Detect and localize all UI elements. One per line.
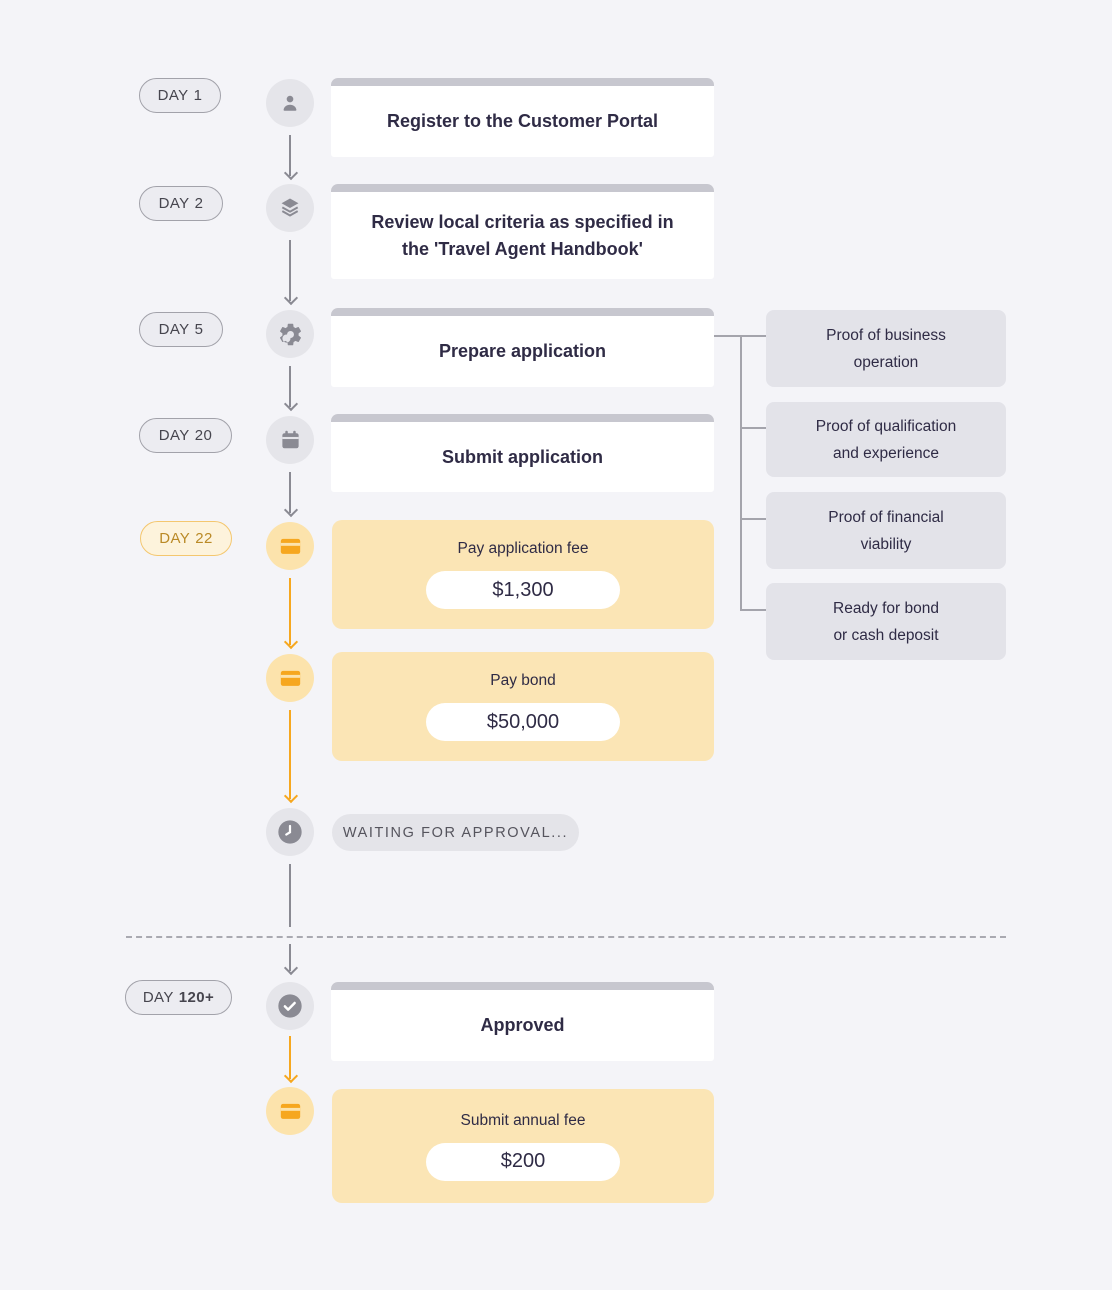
status-badge-waiting: WAITING FOR APPROVAL... bbox=[332, 814, 579, 851]
step-node-pay-bond bbox=[266, 654, 314, 702]
person-icon bbox=[278, 91, 302, 115]
arrow-down-icon bbox=[283, 710, 297, 802]
step-card-review: Review local criteria as specified in th… bbox=[331, 184, 714, 279]
step-node-prepare bbox=[266, 310, 314, 358]
step-card-pay-fee: Pay application fee $1,300 bbox=[332, 520, 714, 629]
day-badge-prefix: DAY bbox=[159, 530, 191, 547]
fee-amount: $200 bbox=[426, 1142, 620, 1181]
step-node-annual-fee bbox=[266, 1087, 314, 1135]
day-badge-prefix: DAY bbox=[157, 87, 189, 104]
timeline-line bbox=[283, 864, 297, 930]
step-node-waiting bbox=[266, 808, 314, 856]
day-badge-number: 20 bbox=[194, 427, 213, 444]
day-badge-prefix: DAY bbox=[158, 195, 190, 212]
step-node-pay-fee bbox=[266, 522, 314, 570]
card-topbar bbox=[331, 982, 714, 990]
step-card-prepare: Prepare application bbox=[331, 308, 714, 387]
arrow-down-icon bbox=[283, 135, 297, 179]
fee-label: Pay application fee bbox=[457, 540, 589, 557]
step-node-register bbox=[266, 79, 314, 127]
fee-label: Submit annual fee bbox=[460, 1111, 586, 1129]
connector-line bbox=[740, 335, 742, 611]
day-badge-number: 2 bbox=[194, 195, 204, 212]
step-card-register: Register to the Customer Portal bbox=[331, 78, 714, 157]
arrow-down-icon bbox=[283, 578, 297, 648]
step-node-submit bbox=[266, 416, 314, 464]
arrow-down-icon bbox=[283, 366, 297, 410]
arrow-down-icon bbox=[283, 240, 297, 304]
fee-amount: $1,300 bbox=[426, 571, 620, 609]
credit-card-icon bbox=[277, 1098, 304, 1125]
step-title: Approved bbox=[480, 1015, 565, 1035]
step-card-submit: Submit application bbox=[331, 414, 714, 492]
step-card-pay-bond: Pay bond $50,000 bbox=[332, 652, 714, 761]
card-topbar bbox=[331, 308, 714, 316]
day-badge-prefix: DAY bbox=[142, 989, 174, 1006]
clock-icon bbox=[276, 818, 304, 846]
step-node-review bbox=[266, 184, 314, 232]
step-card-annual-fee: Submit annual fee $200 bbox=[332, 1089, 714, 1203]
day-badge-number: 5 bbox=[194, 321, 204, 338]
arrow-down-icon bbox=[283, 472, 297, 516]
day-badge-number: 120+ bbox=[178, 989, 215, 1006]
step-title: Review local criteria as specified in th… bbox=[371, 211, 674, 259]
day-badge-number: 1 bbox=[193, 87, 203, 104]
fee-amount: $50,000 bbox=[426, 703, 620, 741]
requirement-box-business: Proof of business operation bbox=[766, 310, 1006, 387]
connector-line bbox=[740, 427, 778, 429]
divider-dashed bbox=[126, 936, 1006, 938]
day-badge-prefix: DAY bbox=[158, 321, 190, 338]
day-badge-number: 22 bbox=[195, 530, 213, 547]
arrow-down-icon bbox=[283, 1036, 297, 1082]
fee-label: Pay bond bbox=[490, 672, 556, 689]
requirement-box-financial: Proof of financial viability bbox=[766, 492, 1006, 569]
credit-card-icon bbox=[277, 665, 304, 692]
connector-line bbox=[740, 518, 778, 520]
card-topbar bbox=[331, 184, 714, 192]
requirement-box-bond: Ready for bond or cash deposit bbox=[766, 583, 1006, 660]
credit-card-icon bbox=[277, 533, 304, 560]
layers-icon bbox=[277, 195, 303, 221]
step-node-approved bbox=[266, 982, 314, 1030]
step-title: Submit application bbox=[441, 446, 603, 467]
gear-icon bbox=[277, 321, 304, 348]
arrow-down-icon bbox=[283, 944, 297, 974]
card-topbar bbox=[331, 78, 714, 86]
step-title: Register to the Customer Portal bbox=[386, 111, 659, 131]
requirement-box-qualification: Proof of qualification and experience bbox=[766, 402, 1006, 477]
card-topbar bbox=[331, 414, 714, 422]
connector-line bbox=[714, 335, 778, 337]
connector-line bbox=[740, 609, 778, 611]
check-circle-icon bbox=[276, 992, 304, 1020]
step-title: Prepare application bbox=[438, 341, 607, 361]
calendar-icon bbox=[278, 428, 303, 453]
day-badge-prefix: DAY bbox=[158, 427, 190, 444]
step-card-approved: Approved bbox=[331, 982, 714, 1061]
